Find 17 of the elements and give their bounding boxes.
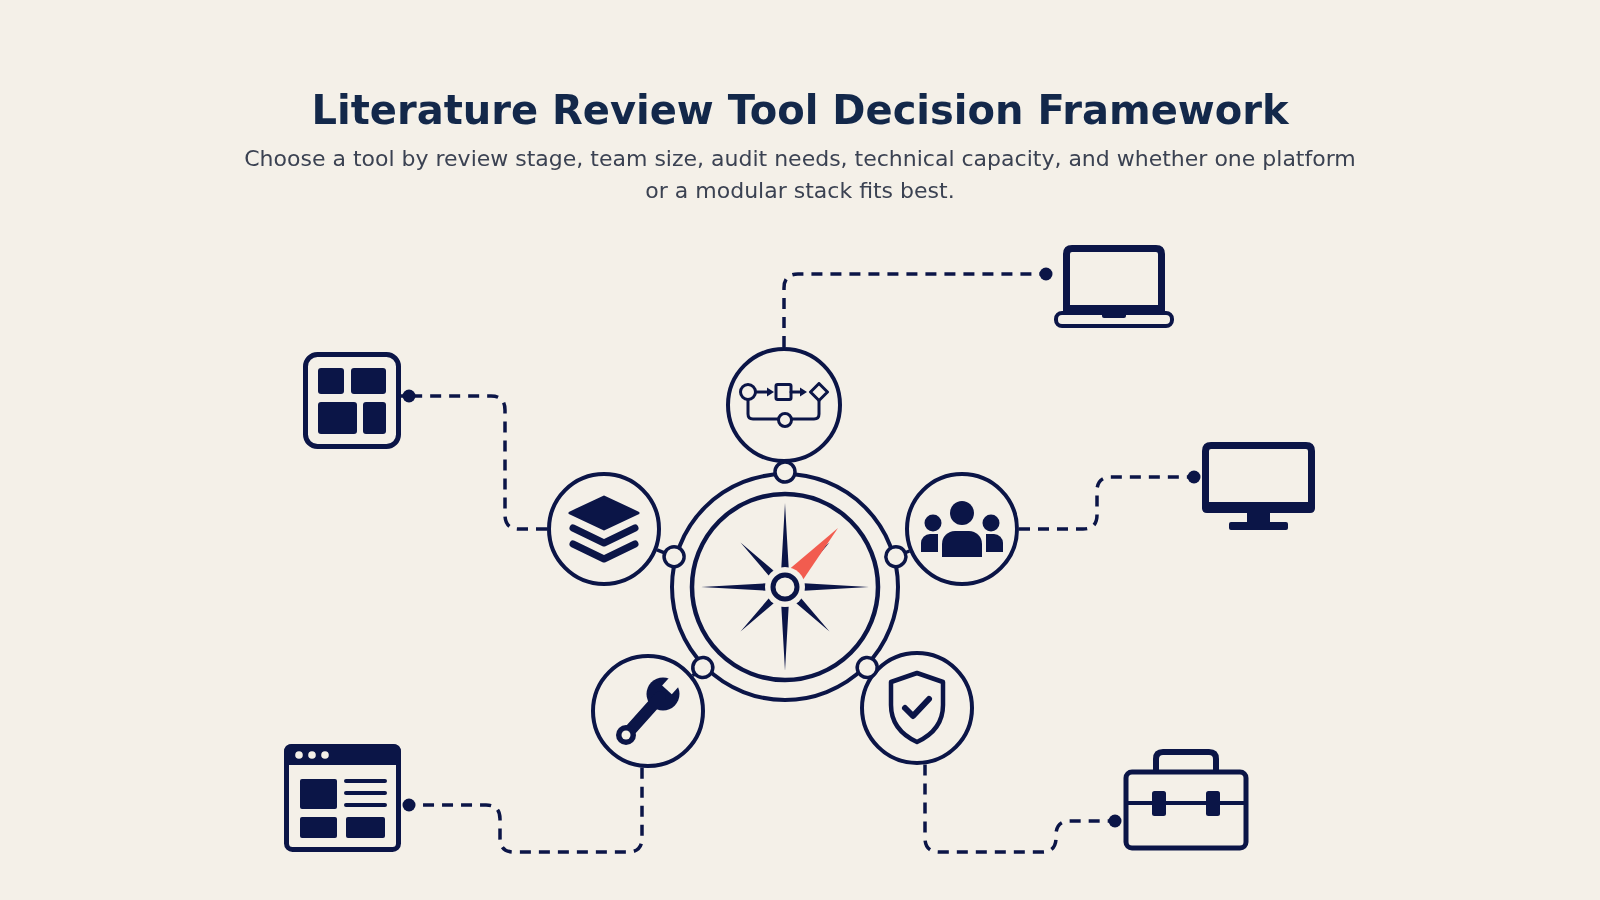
browser-window-icon <box>284 744 401 852</box>
dashed-connector <box>782 267 1054 347</box>
connector-line <box>884 544 911 569</box>
title: Literature Review Tool Decision Framework <box>311 86 1289 135</box>
connector-line <box>855 655 879 680</box>
dashed-connector <box>401 767 644 854</box>
monitor-icon <box>1202 442 1315 530</box>
subtitle: Choose a tool by review stage, team size, audit needs, technical capacity, and whether one platform or a modular stack fits best. <box>243 145 1357 205</box>
toolbox-icon <box>1123 749 1249 851</box>
connector-line <box>656 544 686 569</box>
dashed-connector <box>923 764 1123 854</box>
dashboard-grid-icon <box>303 352 401 449</box>
laptop-icon <box>1054 245 1174 328</box>
dashed-connector <box>1019 470 1202 531</box>
connector-line <box>691 655 715 680</box>
dashed-connector <box>401 389 547 531</box>
connector-line <box>773 460 797 484</box>
